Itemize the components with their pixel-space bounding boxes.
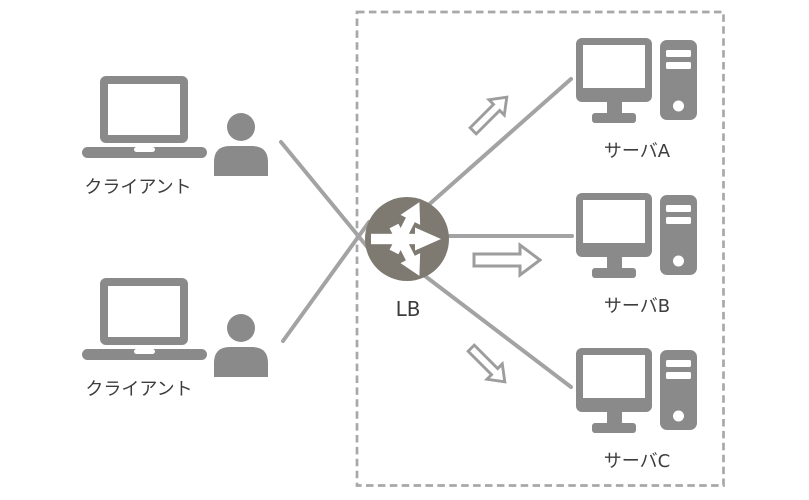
server-c-label: サーバC	[603, 451, 671, 472]
connection-lines	[279, 77, 574, 389]
flow-arrow-down-right-icon	[462, 339, 514, 391]
server-a-label: サーバA	[603, 141, 671, 162]
laptop-icon	[82, 278, 207, 360]
server-b-label: サーバB	[603, 296, 671, 317]
lb-split-arrows	[371, 202, 441, 276]
flow-arrow-up-right-icon	[464, 88, 516, 140]
person-icon	[214, 113, 268, 176]
flow-arrows	[462, 88, 542, 391]
desktop-server-icon	[576, 348, 697, 433]
load-balancer-label: LB	[395, 297, 421, 321]
desktop-server-icon	[576, 38, 697, 123]
server-pool-boundary	[355, 10, 725, 487]
connection-client-1-to-lb	[279, 140, 371, 251]
laptop-icon	[82, 76, 207, 158]
connection-lb-to-server-c	[398, 255, 573, 389]
client-2-label: クライアント	[85, 379, 193, 400]
load-balancer-icon	[365, 197, 449, 281]
person-icon	[214, 314, 268, 377]
desktop-server-icon	[576, 193, 697, 278]
client-1-label: クライアント	[84, 177, 192, 198]
flow-arrow-right-icon	[472, 243, 542, 277]
connection-client-2-to-lb	[281, 220, 371, 343]
